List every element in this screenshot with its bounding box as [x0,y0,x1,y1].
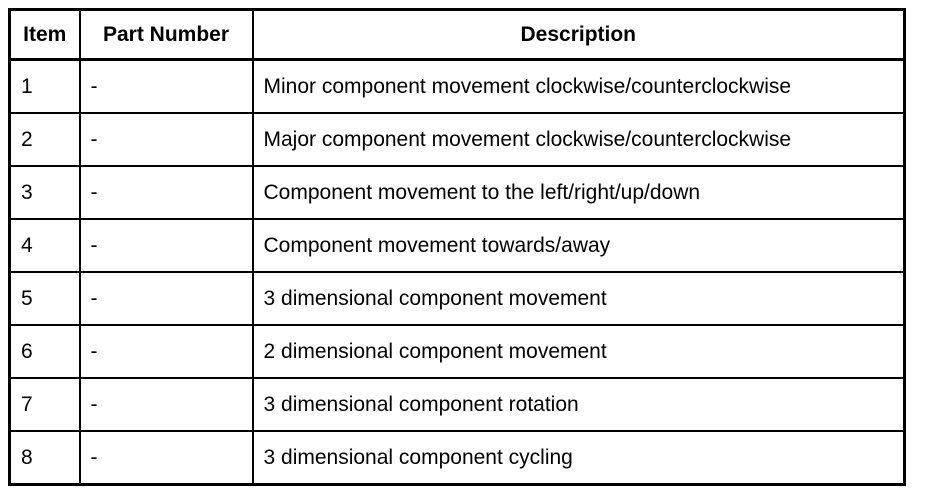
cell-part-number: - [79,431,254,485]
cell-description: 3 dimensional component cycling [263,445,573,469]
cell-item: 4 [9,219,81,273]
table-row: 2 - Major component movement clockwise/c… [9,113,905,167]
cell-item: 8 [9,431,81,485]
cell-item: 2 [9,113,81,167]
cell-description: 3 dimensional component rotation [252,378,905,432]
cell-description: 3 dimensional component movement [252,272,905,326]
cell-item: 3 [9,166,81,220]
table-header-row: Item Part Number Description [9,9,905,61]
column-header-item: Item [9,9,81,61]
cell-item: 1 [9,59,81,114]
table-row: 7 - 3 dimensional component rotation [9,378,905,432]
column-header-part-number: Part Number [79,9,254,61]
cell-item: 6 [9,325,81,379]
cell-item: 5 [9,272,81,326]
table-row: 4 - Component movement towards/away [9,219,905,273]
cell-description: Component movement to the left/right/up/… [252,166,905,220]
cell-part-number: - [79,378,254,432]
cell-description: 2 dimensional component movement [252,325,905,379]
cell-part-number: - [79,219,254,273]
cell-part-number: - [79,113,254,167]
table-row: 3 - Component movement to the left/right… [9,166,905,220]
table-row: 5 - 3 dimensional component movement [9,272,905,326]
table-row: 6 - 2 dimensional component movement [9,325,905,379]
parts-table: Item Part Number Description 1 - Minor c… [8,8,906,486]
table-row: 1 - Minor component movement clockwise/c… [9,59,905,114]
table-row: 8 - 3 dimensional component cycling [9,431,905,485]
cell-description: Minor component movement clockwise/count… [252,59,905,114]
cell-description: Component movement towards/away [252,219,905,273]
cell-part-number: - [79,166,254,220]
cell-part-number: - [79,272,254,326]
column-header-description: Description [252,9,905,61]
table-body: 1 - Minor component movement clockwise/c… [9,59,905,485]
cell-description: Major component movement clockwise/count… [252,113,905,167]
cell-part-number: - [79,325,254,379]
cell-part-number: - [79,59,254,114]
table-header: Item Part Number Description [9,9,905,61]
cell-item: 7 [9,378,81,432]
